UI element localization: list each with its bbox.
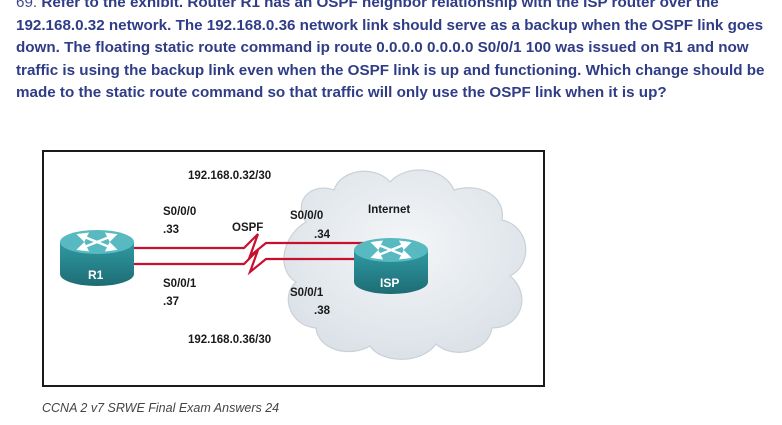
exhibit-caption: CCNA 2 v7 SRWE Final Exam Answers 24: [42, 401, 280, 415]
isp-s000-ip: .34: [314, 229, 330, 241]
backup-link: [118, 249, 374, 276]
internet-label: Internet: [368, 204, 411, 216]
isp-label: ISP: [380, 276, 400, 290]
r1-s001-ip: .37: [163, 296, 179, 308]
r1-s000-ip: .33: [163, 224, 179, 236]
ospf-link: [118, 233, 374, 260]
router-arrows-icon: [76, 232, 118, 252]
router-isp: [354, 238, 428, 294]
isp-s000-label: S0/0/0: [290, 210, 324, 222]
router-r1: [60, 230, 134, 286]
router-arrows-icon: [370, 240, 412, 260]
question-number: 69.: [16, 0, 38, 11]
ospf-label: OSPF: [232, 222, 264, 234]
r1-s001-label: S0/0/1: [163, 278, 197, 290]
isp-s001-ip: .38: [314, 305, 330, 317]
network-top-label: 192.168.0.32/30: [188, 170, 272, 182]
isp-s001-label: S0/0/1: [290, 287, 324, 299]
network-bottom-label: 192.168.0.36/30: [188, 334, 272, 346]
question-text: 69. Refer to the exhibit. Router R1 has …: [16, 0, 780, 105]
r1-s000-label: S0/0/0: [163, 206, 197, 218]
question-body: Refer to the exhibit. Router R1 has an O…: [16, 0, 765, 101]
r1-label: R1: [88, 268, 104, 282]
topology-diagram: [60, 169, 527, 360]
network-exhibit: 192.168.0.32/30 192.168.0.36/30 OSPF Int…: [42, 150, 545, 387]
